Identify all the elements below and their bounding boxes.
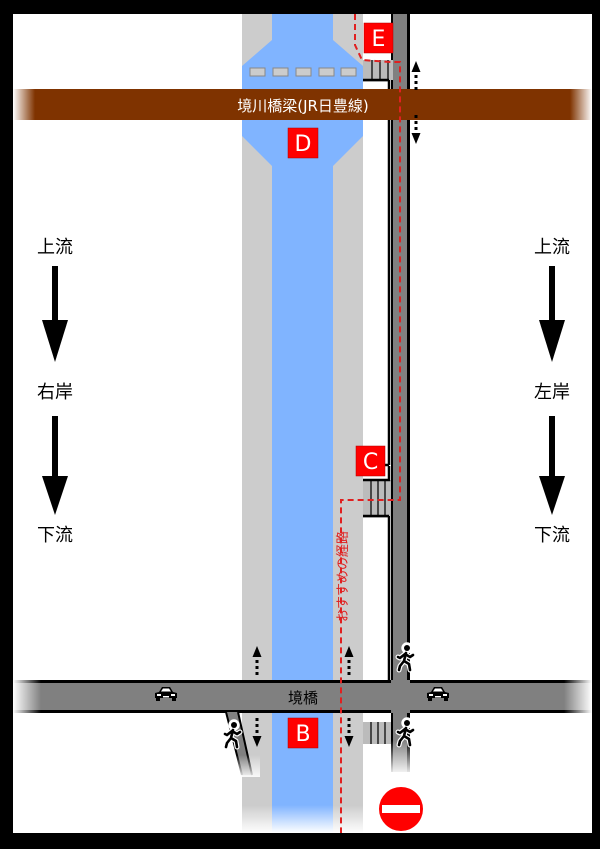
point-marker-d[interactable]: D [287,127,319,159]
svg-text:下流: 下流 [37,525,73,546]
river-fade [242,805,363,833]
left-flow-indicator: 上流 右岸 下流 [37,237,73,546]
svg-text:上流: 上流 [37,237,73,258]
point-marker-e[interactable]: E [363,22,394,54]
svg-text:上流: 上流 [534,237,570,258]
arrow-down-icon [539,266,565,362]
svg-text:左岸: 左岸 [534,382,570,403]
railway-piers [249,67,357,77]
svg-text:D: D [295,132,312,157]
stairs-c [363,466,391,518]
svg-text:E: E [372,27,386,52]
sakai-bridge-road [13,678,592,715]
svg-text:C: C [363,450,378,475]
no-entry-sign-icon [378,786,424,832]
arrow-down-icon [539,416,565,515]
svg-text:下流: 下流 [534,525,570,546]
river-water [242,14,363,833]
svg-text:B: B [295,722,310,747]
road-bridge-label: 境橋 [288,689,318,707]
point-marker-c[interactable]: C [355,445,386,477]
arrow-down-icon [42,416,68,515]
point-marker-b[interactable]: B [287,717,319,749]
recommended-route-label: おすすめの経路 [335,531,351,622]
svg-text:右岸: 右岸 [37,382,73,403]
stairs-b [363,722,391,744]
railway-bridge-label: 境川橋梁(JR日豊線) [237,97,369,115]
right-bank-road [388,14,414,776]
right-flow-indicator: 上流 左岸 下流 [534,237,570,546]
recommended-route [340,14,401,833]
railway-bridge [13,89,592,120]
embankment-strips [363,78,391,680]
arrow-down-icon [42,266,68,362]
stairs-e [363,60,393,82]
